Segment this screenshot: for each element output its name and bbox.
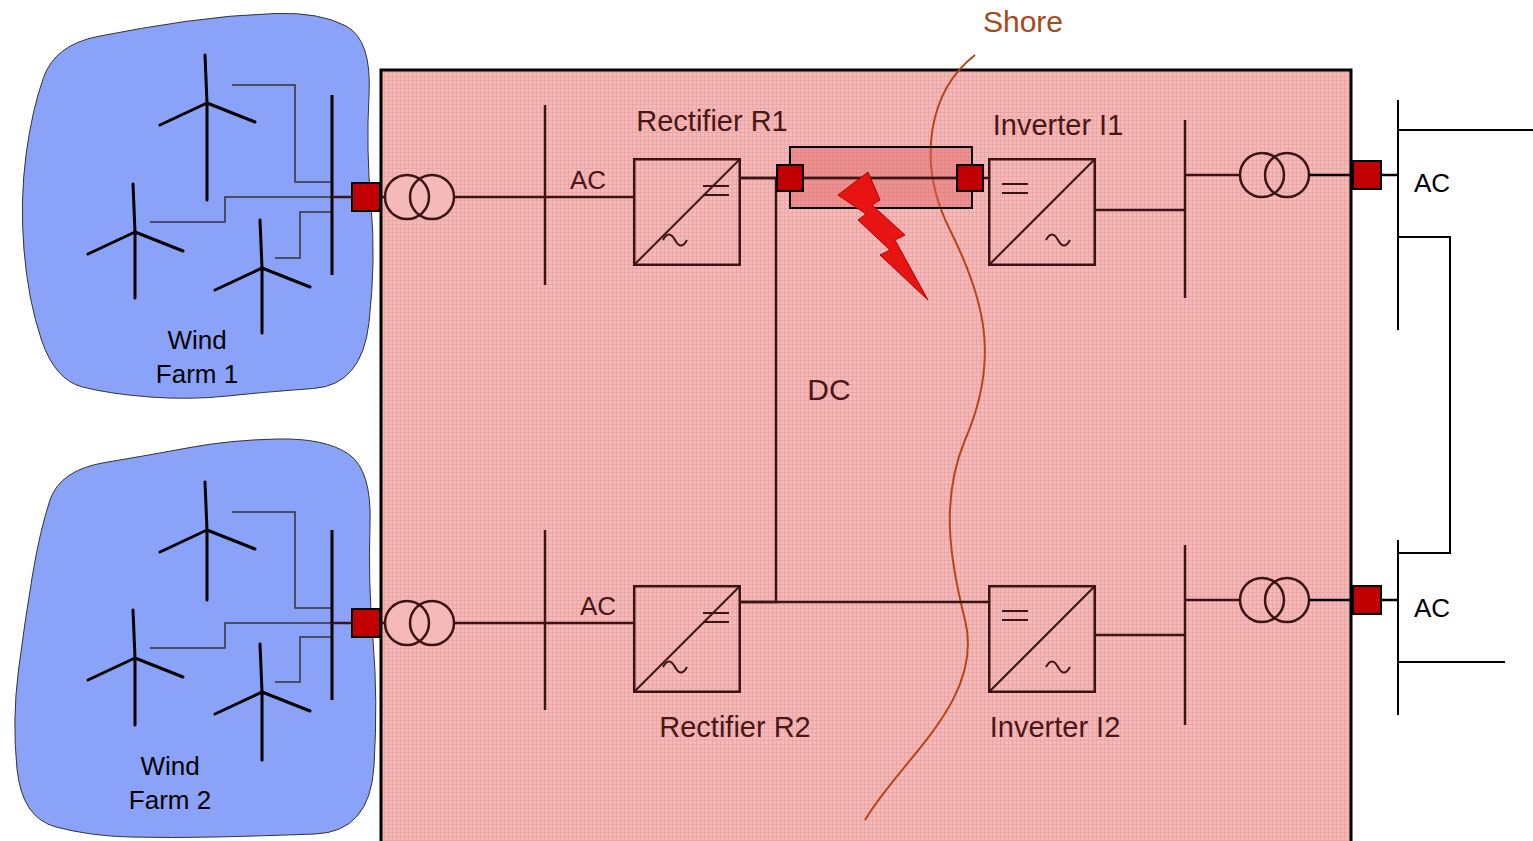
transformer-winding: [385, 175, 429, 219]
dc-cable-core: [790, 177, 972, 180]
converter-diagonal: [634, 586, 740, 692]
dc-cable: [790, 147, 972, 208]
power-line: [741, 178, 776, 602]
converter-diagonal: [989, 159, 1095, 265]
transformer-winding: [1240, 578, 1284, 622]
grid-busbar: [1397, 540, 1399, 715]
connection-point: [1353, 161, 1381, 189]
converter-symbol: [633, 158, 741, 266]
hvdc-region: [381, 70, 1351, 841]
ac-wire: [1185, 599, 1240, 602]
turbine-cable: [150, 197, 332, 222]
ac-wire: [1185, 174, 1240, 177]
farm-busbar: [331, 95, 334, 275]
transformer-winding: [1265, 578, 1309, 622]
converter-name: Inverter I1: [993, 108, 1124, 142]
converter-name: Inverter I2: [990, 710, 1121, 744]
dc-symbol: [703, 186, 729, 195]
connection-point: [352, 609, 380, 637]
ac-label: AC: [580, 592, 616, 620]
wind-turbine: [215, 220, 310, 333]
connection-point: [352, 183, 380, 211]
wind-turbine: [215, 644, 310, 760]
dc-symbol: [1002, 611, 1028, 620]
transformer-fill: [410, 601, 454, 645]
grid-wire: [1398, 129, 1533, 131]
farm-busbar: [331, 530, 334, 700]
connection-point: [957, 165, 983, 191]
ac-busbar: [544, 105, 547, 285]
dc-label: DC: [807, 374, 850, 406]
grid-link: [1398, 237, 1450, 553]
wind-farm: Wind Farm 2: [10, 435, 382, 841]
power-line: [741, 601, 988, 604]
rectifier-box: Rectifier R2: [633, 585, 741, 693]
transformer-fill: [410, 175, 454, 219]
fault-lightning: [838, 172, 928, 300]
connection-point: [1353, 586, 1381, 614]
farm-name: Wind Farm 2: [111, 749, 229, 817]
inverter-box: Inverter I2: [988, 585, 1096, 693]
transformer-winding: [385, 601, 429, 645]
transformer-winding: [1240, 153, 1284, 197]
ac-wire: [1096, 634, 1185, 637]
ac-busbar: [1184, 120, 1187, 298]
converter-frame: [989, 586, 1095, 692]
rectifier-box: Rectifier R1: [633, 158, 741, 266]
converter-name: Rectifier R1: [636, 104, 788, 138]
connection-point: [777, 165, 803, 191]
ac-busbar: [1184, 545, 1187, 725]
grid-busbar: [1397, 100, 1399, 330]
converter-diagonal: [634, 159, 740, 265]
wind-turbine: [160, 55, 255, 200]
turbine-cable: [232, 512, 332, 608]
transformer-winding: [410, 175, 454, 219]
dc-symbol: [703, 613, 729, 622]
converter-frame: [634, 159, 740, 265]
shore-label: Shore: [983, 6, 1063, 38]
turbine-cable: [150, 623, 332, 648]
ac-symbol: [663, 235, 687, 246]
wind-farm: Wind Farm 1: [10, 8, 382, 404]
converter-frame: [989, 159, 1095, 265]
wind-turbine: [88, 610, 183, 725]
inverter-box: Inverter I1: [988, 158, 1096, 266]
ac-label: AC: [570, 166, 606, 194]
converter-symbol: [988, 158, 1096, 266]
converter-symbol: [633, 585, 741, 693]
turbine-cable: [232, 85, 332, 182]
farm-name: Wind Farm 1: [138, 323, 256, 391]
converter-symbol: [988, 585, 1096, 693]
converter-diagonal: [989, 586, 1095, 692]
wind-turbine: [160, 482, 255, 600]
ac-wire: [1096, 209, 1185, 212]
ac-symbol: [1046, 662, 1070, 673]
transformer-winding: [410, 601, 454, 645]
converter-name: Rectifier R2: [659, 710, 811, 744]
ac-label: AC: [1414, 594, 1450, 622]
ac-busbar: [544, 530, 547, 710]
converter-frame: [634, 586, 740, 692]
dc-symbol: [1002, 184, 1028, 193]
ac-symbol: [663, 662, 687, 673]
grid-wire: [1398, 661, 1505, 663]
transformer-winding: [1265, 153, 1309, 197]
farm-outline: [15, 439, 376, 838]
wind-turbine: [88, 184, 183, 298]
turbine-cable: [275, 212, 332, 258]
turbine-cable: [275, 637, 332, 682]
ac-symbol: [1046, 235, 1070, 246]
ac-label: AC: [1414, 169, 1450, 197]
farm-outline: [22, 13, 373, 398]
